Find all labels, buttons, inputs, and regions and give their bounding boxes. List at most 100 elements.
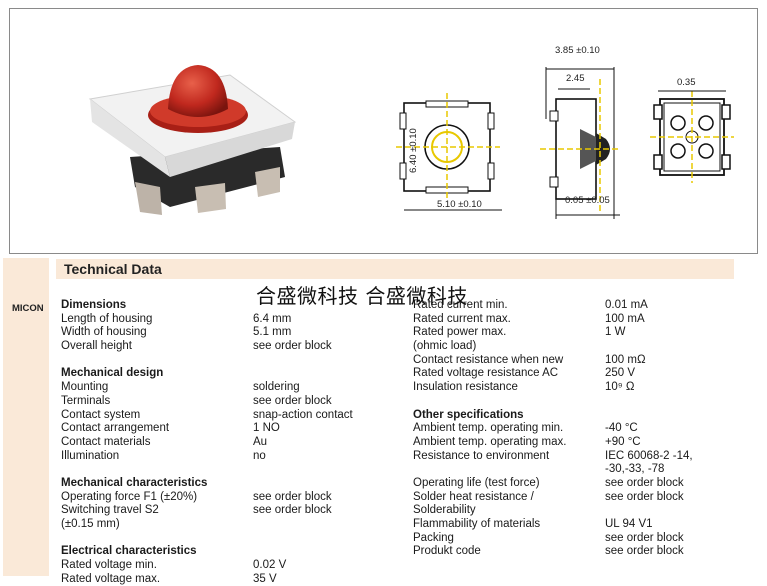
spec-row: Solderability <box>413 504 743 518</box>
spec-label: Operating life (test force) <box>413 476 540 489</box>
spec-row: Operating life (test force) see order blo… <box>413 477 743 491</box>
spec-row: (ohmic load) <box>413 340 743 354</box>
spec-row: Flammability of materials UL 94 V1 <box>413 518 743 532</box>
dim-body-label: 2.45 <box>566 73 585 84</box>
spec-row: Terminals see order block <box>61 395 381 409</box>
top-view-drawing <box>396 93 500 199</box>
spec-row: Ambient temp. operating min. -40 °C <box>413 422 743 436</box>
spec-value: +90 °C <box>605 435 641 448</box>
spec-row: Rated voltage max.35 V <box>61 573 381 586</box>
spec-value: see order block <box>253 340 332 353</box>
spec-value: UL 94 V1 <box>605 518 653 530</box>
switch-photo <box>88 65 297 215</box>
spacer <box>61 532 381 546</box>
section-heading: Electrical characteristics <box>61 545 197 558</box>
spec-value: 5.1 mm <box>253 326 292 339</box>
spec-label: Rated voltage resistance AC <box>413 367 559 380</box>
spec-row: Produkt code see order block <box>413 545 743 559</box>
spec-row: Rated power max. 1 W <box>413 326 743 340</box>
spec-value: see order block <box>605 490 684 503</box>
spec-value: 0.01 mA <box>605 299 648 311</box>
spec-value: snap-action contact <box>253 408 353 421</box>
spec-label: Ambient temp. operating max. <box>413 435 567 448</box>
spec-row: Operating force F1 (±20%) see order block <box>61 491 381 505</box>
dim-width-label: 5.10 ±0.10 <box>437 199 482 210</box>
spec-label: (±0.15 mm) <box>61 518 120 530</box>
spec-label: Ambient temp. operating min. <box>413 422 564 435</box>
side-tab <box>3 258 49 576</box>
spec-label: Terminals <box>61 394 111 407</box>
spec-value: 100 mΩ <box>605 353 646 366</box>
spacer <box>61 354 381 368</box>
product-figure: 6.40 ±0.10 5.10 ±0.10 3.85 ±0.10 2.45 0.… <box>9 8 758 254</box>
spec-label: Resistance to environment <box>413 449 550 462</box>
spec-value: see order block <box>605 545 684 558</box>
spec-row: Rated current max. 100 mA <box>413 313 743 327</box>
spec-label: Packing <box>413 531 454 544</box>
spec-row: Rated voltage min. 0.02 V <box>61 559 381 573</box>
spec-row: Resistance to environment IEC 60068-2 -14… <box>413 450 743 464</box>
spec-label: Contact materials <box>61 435 151 448</box>
spec-value: 6.4 mm <box>253 312 292 325</box>
spec-row: (±0.15 mm) <box>61 518 381 532</box>
spec-label: Contact resistance when new <box>413 353 564 366</box>
spec-label: Rated power max. <box>413 326 507 339</box>
spec-label: Illumination <box>61 449 120 462</box>
spec-value: 1 W <box>605 326 626 339</box>
section-heading: Mechanical design <box>61 367 164 380</box>
spec-label: Insulation resistance <box>413 381 518 394</box>
spec-value: IEC 60068-2 -14, <box>605 449 693 462</box>
spec-label: Produkt code <box>413 545 481 558</box>
spec-label: Contact arrangement <box>61 422 170 435</box>
dim-pin-line <box>658 90 726 92</box>
spec-label: Rated current max. <box>413 312 511 325</box>
spec-value: 35 V <box>253 572 277 585</box>
dim-gap-label: 0.05 ±0.05 <box>565 195 610 206</box>
watermark-text: 合盛微科技 合盛微科技 <box>256 284 468 308</box>
spec-value: Au <box>253 435 268 448</box>
spec-row: Ambient temp. operating max. +90 °C <box>413 436 743 450</box>
brand-label: MICON <box>12 303 44 314</box>
spec-row: Rated voltage resistance AC 250 V <box>413 367 743 381</box>
spec-label: Flammability of materials <box>413 518 541 530</box>
dim-overall-label: 3.85 ±0.10 <box>555 45 600 56</box>
spec-value: 10⁹ Ω <box>605 381 635 394</box>
spec-row: Insulation resistance 10⁹ Ω <box>413 381 743 395</box>
header-bar <box>56 259 734 279</box>
spec-label: Rated voltage min. <box>61 559 157 572</box>
section-heading: Other specifications <box>413 408 524 421</box>
spec-label: Width of housing <box>61 326 147 339</box>
spec-row: Contact materials Au <box>61 436 381 450</box>
spec-label: (ohmic load) <box>413 340 477 353</box>
spec-row: Solder heat resistance / see order block <box>413 491 743 505</box>
spec-value: 100 mA <box>605 312 645 325</box>
spec-value: see order block <box>605 476 684 489</box>
spec-label: Solder heat resistance / <box>413 490 534 503</box>
spec-row: Contact resistance when new 100 mΩ <box>413 354 743 368</box>
spec-value: see order block <box>253 490 332 503</box>
spec-label: Contact system <box>61 408 141 421</box>
dim-pin-label: 0.35 <box>677 77 696 88</box>
spacer <box>413 395 743 409</box>
spacer <box>61 463 381 477</box>
spec-row: Rated current min.0.01 mA <box>413 299 743 313</box>
spec-label: Mounting <box>61 381 109 394</box>
spec-value: 250 V <box>605 367 636 380</box>
dim-width-line <box>404 209 502 211</box>
spec-value: 0.02 V <box>253 559 287 572</box>
spec-label: Operating force F1 (±20%) <box>61 490 198 503</box>
page-title: Technical Data <box>64 261 162 277</box>
spec-value: see order block <box>253 394 332 407</box>
spec-value: -40 °C <box>605 422 638 435</box>
section-heading: Dimensions <box>61 299 127 311</box>
spec-value: -30,-33, -78 <box>605 463 665 476</box>
spec-value: soldering <box>253 381 300 394</box>
